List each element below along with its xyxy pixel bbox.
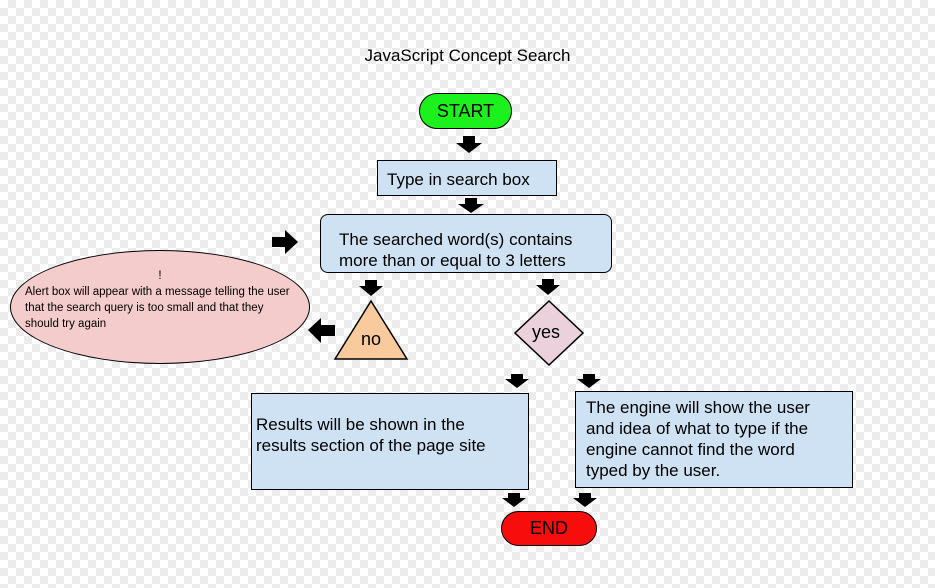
results-step: Results will be shown in the results sec… <box>251 393 529 490</box>
engine-line-1: The engine will show the user <box>586 398 810 417</box>
yes-diamond <box>513 299 585 367</box>
alert-message-node: ! Alert box will appear with a message t… <box>10 250 310 364</box>
no-label: no <box>360 329 382 349</box>
arrow-icon <box>536 279 560 295</box>
results-line-1: Results will be shown in the <box>256 415 465 434</box>
yes-label: yes <box>531 322 560 342</box>
engine-step: The engine will show the user and idea o… <box>575 391 853 488</box>
arrow-icon <box>577 374 601 388</box>
engine-line-3: engine cannot find the word <box>586 440 795 459</box>
arrow-icon <box>502 493 526 507</box>
type-search-step: Type in search box <box>377 160 557 196</box>
alert-exclamation: ! <box>158 270 162 282</box>
arrow-icon <box>272 230 298 254</box>
results-line-2: results section of the page site <box>256 436 486 455</box>
end-label: END <box>529 518 568 538</box>
start-terminal: START <box>419 93 512 129</box>
arrow-icon <box>458 198 484 213</box>
condition-step: The searched word(s) contains more than … <box>320 214 612 273</box>
alert-message: Alert box will appear with a message tel… <box>25 286 290 330</box>
arrow-icon <box>573 493 597 507</box>
type-search-label: Type in search box <box>387 170 530 189</box>
end-terminal: END <box>501 511 597 546</box>
arrow-icon <box>456 136 482 153</box>
condition-line-1: The searched word(s) contains <box>339 230 573 249</box>
arrow-icon <box>308 318 335 343</box>
start-label: START <box>436 100 495 121</box>
diagram-title: JavaScript Concept Search <box>364 46 571 65</box>
no-triangle <box>333 299 409 360</box>
arrow-icon <box>505 374 529 388</box>
engine-line-2: and idea of what to type if the <box>586 419 809 438</box>
condition-line-2: more than or equal to 3 letters <box>339 251 566 270</box>
engine-line-4: typed by the user. <box>586 461 721 480</box>
arrow-icon <box>359 280 383 296</box>
